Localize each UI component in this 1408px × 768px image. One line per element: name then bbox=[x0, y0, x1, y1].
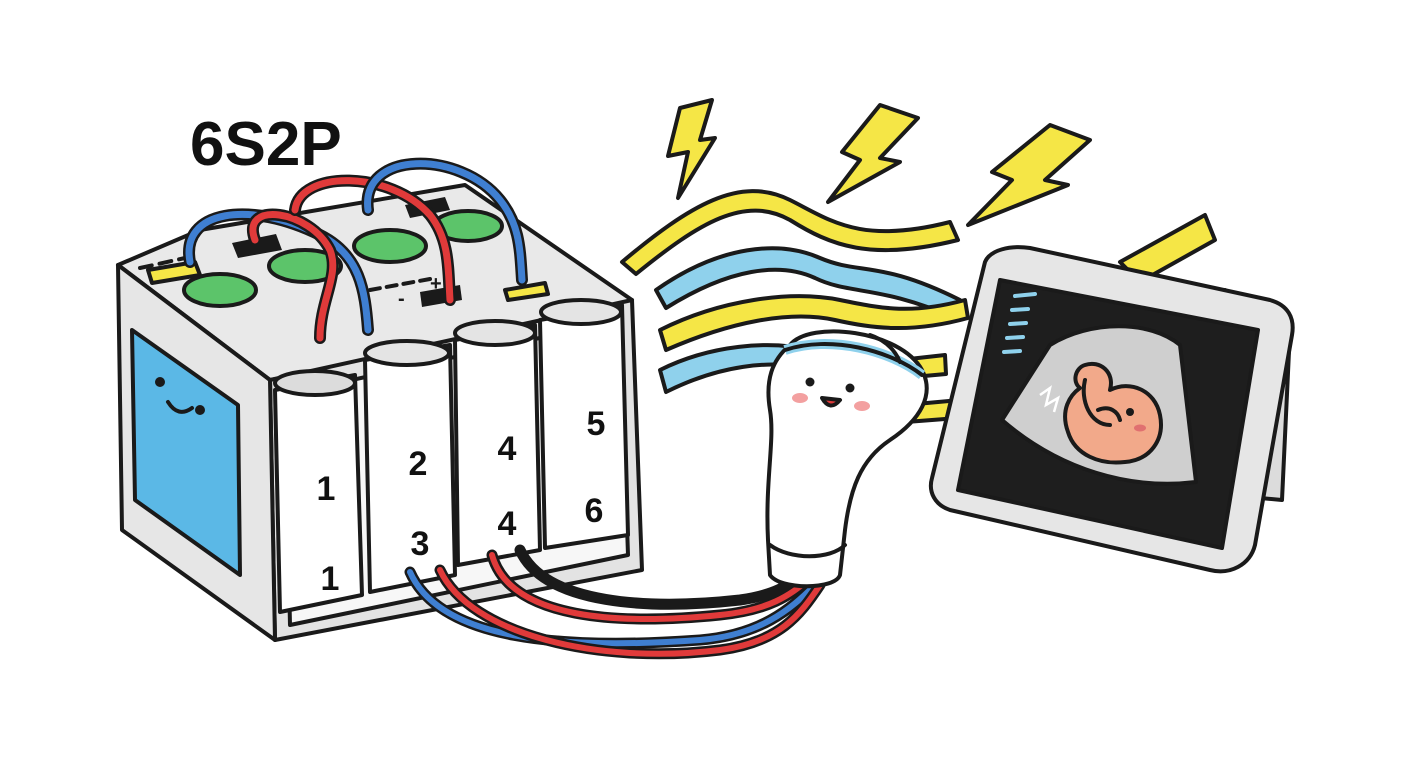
terminal bbox=[267, 248, 343, 284]
cell-label: 4 bbox=[498, 430, 517, 468]
cell-label: 1 bbox=[317, 470, 336, 508]
ultrasound-monitor bbox=[929, 245, 1295, 574]
fetus-icon bbox=[1039, 361, 1163, 465]
wave-yellow-1 bbox=[620, 189, 960, 276]
ultrasound-probe-icon bbox=[765, 329, 929, 589]
battery-pack: + - 1 1 2 3 4 4 bbox=[116, 157, 644, 642]
cell-d: 5 6 bbox=[538, 298, 630, 550]
cell-label: 6 bbox=[585, 492, 604, 530]
cell-b: 2 3 bbox=[363, 339, 457, 594]
terminal bbox=[182, 272, 258, 308]
lightning-bolt-icon bbox=[966, 123, 1092, 227]
smiley-face-icon bbox=[155, 377, 205, 415]
lightning-bolt-icon bbox=[666, 98, 717, 200]
wire-blue bbox=[364, 160, 526, 284]
cell-c: 4 4 bbox=[453, 319, 542, 567]
svg-text:-: - bbox=[398, 288, 405, 310]
cell-label: 1 bbox=[321, 560, 340, 598]
cell-label: 5 bbox=[587, 405, 606, 443]
svg-text:+: + bbox=[430, 273, 442, 295]
lightning-bolts bbox=[666, 98, 1217, 284]
pack-config-title: 6S2P bbox=[190, 110, 342, 179]
wave-yellow-2 bbox=[658, 294, 970, 352]
cell-a: 1 1 bbox=[273, 369, 364, 614]
wire-red bbox=[291, 177, 454, 304]
wire-red bbox=[249, 211, 337, 342]
cable-bundle bbox=[404, 544, 826, 660]
cell-label: 3 bbox=[411, 525, 430, 563]
battery-face-panel bbox=[130, 328, 242, 577]
terminal bbox=[352, 228, 428, 264]
cell-label: 2 bbox=[409, 445, 428, 483]
cell-label: 4 bbox=[498, 505, 517, 543]
lightning-bolt-icon bbox=[826, 103, 920, 204]
